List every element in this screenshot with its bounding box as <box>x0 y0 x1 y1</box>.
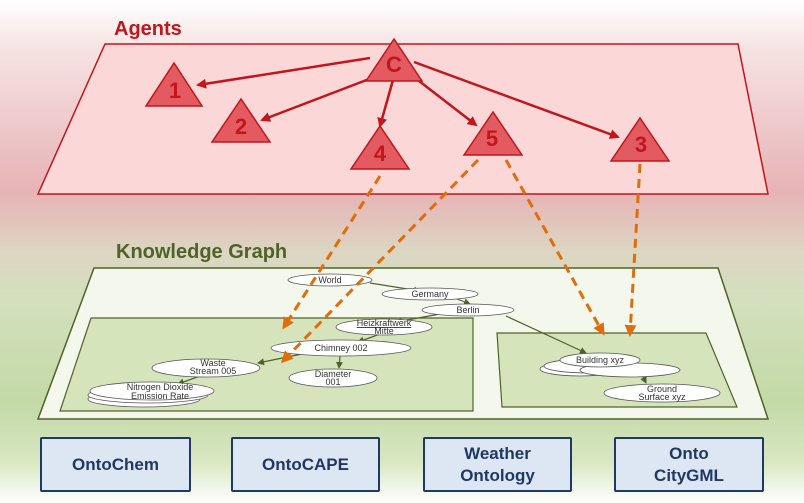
agent-3-triangle[interactable] <box>609 116 671 162</box>
node-ground-label-1: Ground <box>647 384 677 394</box>
agent-5-triangle[interactable] <box>462 110 524 156</box>
node-heizkraftwerk[interactable]: Heizkraftwerk Mitte <box>335 318 433 336</box>
agent-1-label: 1 <box>169 78 181 103</box>
node-no2-label-2: Emission Rate <box>131 391 189 401</box>
ontology-ontocape[interactable]: OntoCAPE <box>231 437 380 492</box>
agents-title: Agents <box>114 18 182 40</box>
ontology-ontochem[interactable]: OntoChem <box>40 437 191 492</box>
node-no2-emission[interactable]: Nitrogen Dioxide Emission Rate <box>87 381 215 408</box>
ontology-weather[interactable]: Weather Ontology <box>423 437 572 492</box>
node-diameter-label-2: 001 <box>325 377 340 387</box>
agent-3-label: 3 <box>635 132 647 157</box>
agent-2-triangle[interactable] <box>210 97 272 143</box>
node-ground-surface[interactable]: Ground Surface xyz <box>603 383 721 403</box>
node-waste-label-2: Stream 005 <box>190 366 237 376</box>
node-diameter[interactable]: Diameter 001 <box>288 368 378 388</box>
node-berlin[interactable]: Berlin <box>421 303 515 317</box>
node-building[interactable]: Building xyz <box>539 352 681 378</box>
node-world-label: World <box>318 275 341 285</box>
node-germany-label: Germany <box>411 289 449 299</box>
node-no2-label-1: Nitrogen Dioxide <box>127 382 194 392</box>
node-waste-stream[interactable]: Waste Stream 005 <box>151 358 261 378</box>
node-heizkraftwerk-label-1: Heizkraftwerk <box>357 318 412 328</box>
node-ground-label-2: Surface xyz <box>638 392 686 402</box>
node-germany[interactable]: Germany <box>381 287 479 301</box>
agent-2-label: 2 <box>235 114 247 139</box>
node-building-label: Building xyz <box>576 355 625 365</box>
ontology-citygml[interactable]: Onto CityGML <box>614 437 764 492</box>
agent-4-label: 4 <box>374 141 387 166</box>
agent-arrows <box>196 56 620 139</box>
node-heizkraftwerk-label-2: Mitte <box>374 326 394 336</box>
node-chimney-label: Chimney 002 <box>314 343 367 353</box>
agent-1-triangle[interactable] <box>144 61 204 107</box>
agent-c-triangle[interactable] <box>364 37 424 82</box>
agent-c-label: C <box>386 52 402 77</box>
node-waste-label-1: Waste <box>200 358 225 368</box>
agent-to-graph-arrows <box>280 158 642 364</box>
node-diameter-label-1: Diameter <box>315 369 352 379</box>
node-chimney[interactable]: Chimney 002 <box>270 339 412 357</box>
knowledge-graph-title: Knowledge Graph <box>116 241 287 263</box>
agent-5-label: 5 <box>486 126 498 151</box>
node-world[interactable]: World <box>287 273 373 287</box>
agent-4-triangle[interactable] <box>349 124 411 170</box>
node-berlin-label: Berlin <box>456 305 479 315</box>
